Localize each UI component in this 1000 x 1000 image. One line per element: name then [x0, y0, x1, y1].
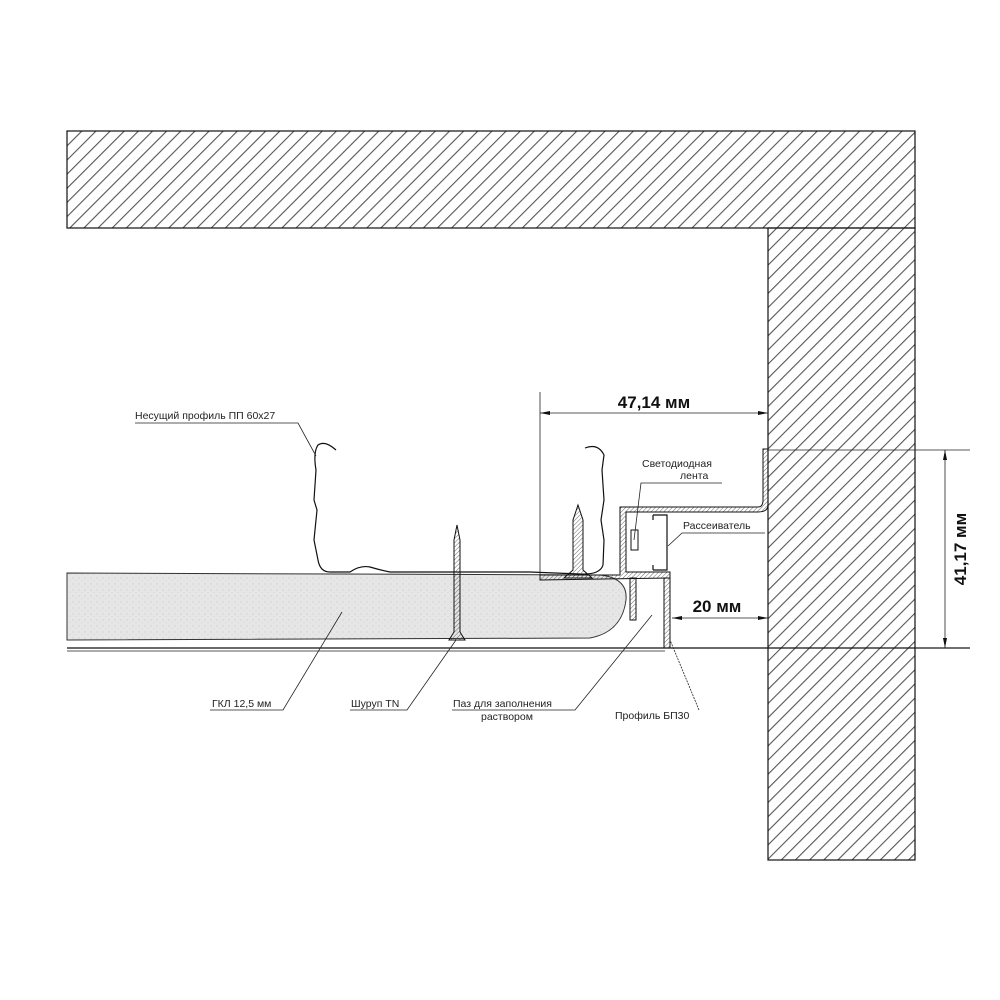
- callout-bearing-profile: Несущий профиль ПП 60x27: [135, 410, 317, 457]
- dimension-horizontal: 47,14 мм: [539, 392, 768, 578]
- label-screw: Шуруп TN: [351, 698, 399, 710]
- label-led-strip-2: лента: [680, 470, 708, 482]
- dimension-gap: 20 мм: [672, 597, 768, 620]
- callout-diffuser: Рассеиватель: [667, 520, 765, 547]
- callout-screw: Шуруп TN: [350, 639, 457, 711]
- screw-tn: [448, 524, 466, 641]
- label-groove-2: раствором: [481, 711, 533, 723]
- dimension-20-label: 20 мм: [693, 597, 742, 616]
- label-diffuser: Рассеиватель: [683, 520, 751, 532]
- label-bearing-profile: Несущий профиль ПП 60x27: [135, 410, 275, 422]
- dimension-47-label: 47,14 мм: [618, 393, 690, 412]
- profile-bp30: [629, 577, 671, 649]
- callout-profile-bp30: Профиль БП30: [615, 639, 700, 722]
- label-profile-bp30: Профиль БП30: [615, 710, 690, 722]
- led-strip: [630, 529, 639, 551]
- dimension-vertical: 41,17 мм: [768, 449, 970, 649]
- label-drywall: ГКЛ 12,5 мм: [212, 698, 271, 710]
- dimension-41-label: 41,17 мм: [951, 513, 970, 585]
- diffuser: [652, 514, 668, 571]
- led-profile: [539, 448, 769, 581]
- callout-drywall: ГКЛ 12,5 мм: [210, 611, 343, 711]
- concrete-slab: [66, 130, 916, 229]
- concrete-wall: [767, 227, 916, 861]
- label-groove-1: Паз для заполнения: [453, 698, 552, 710]
- drywall-board: [66, 572, 627, 641]
- bearing-profile: [313, 442, 605, 575]
- callout-groove: Паз для заполнения раствором: [452, 614, 653, 723]
- screw-profile: [562, 503, 594, 579]
- callout-led-strip: Светодиодная лента: [633, 458, 722, 541]
- label-led-strip-1: Светодиодная: [642, 458, 712, 470]
